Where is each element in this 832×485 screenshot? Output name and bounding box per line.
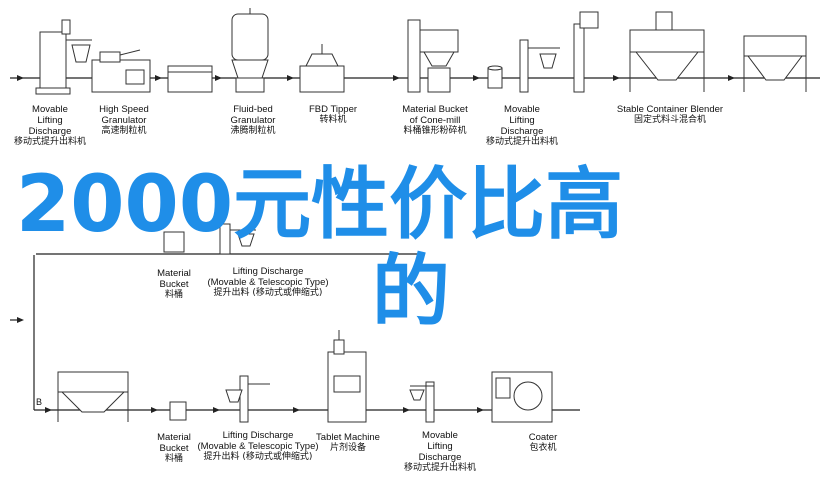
- fbd-tipper: [299, 44, 345, 93]
- row2-arrow: [17, 317, 24, 323]
- label-fbd-tipper: FBD Tipper 转料机: [309, 104, 357, 126]
- label-en-line: Material Bucket: [402, 104, 468, 115]
- container-blender-2: [743, 35, 807, 92]
- label-en-line: Granulator: [101, 115, 147, 126]
- row3-blender: [57, 371, 129, 422]
- label-en-line: Lifting: [37, 115, 63, 126]
- label-stable-container-blender: Stable Container Blender 固定式料斗混合机: [617, 104, 723, 126]
- overlay-headline-continued: 的: [372, 247, 451, 337]
- label-cn: 移动式提升出料机: [485, 137, 559, 147]
- label-en-line: Lifting: [509, 115, 535, 126]
- row3-movable-lifting-discharge: [409, 381, 435, 423]
- label-en-line: Lifting: [427, 441, 453, 452]
- label-en-line: Lifting Discharge: [222, 430, 294, 441]
- label-cn: 移动式提升出料机: [13, 137, 87, 147]
- label-row2-material-bucket: Material Bucket 料桶: [157, 268, 191, 301]
- label-en-line: Movable: [504, 104, 540, 115]
- label-movable-lifting-discharge-1: Movable Lifting Discharge 移动式提升出料机: [14, 104, 86, 148]
- row3-marker: B: [36, 397, 43, 407]
- row3-arrows: [45, 407, 484, 413]
- row3-material-bucket: [169, 401, 187, 421]
- label-en-line: Discharge: [500, 126, 544, 137]
- label-en-line: Bucket: [159, 279, 189, 290]
- label-en-line: (Movable & Telescopic Type): [197, 441, 319, 452]
- movable-lifting-discharge-1: [35, 19, 92, 95]
- label-en-line: Material: [157, 432, 191, 443]
- overlay-headline: 2000元性价比高: [16, 160, 624, 250]
- label-high-speed-granulator: High Speed Granulator 高速制粒机: [99, 104, 149, 137]
- label-row3-movable-lifting-discharge: Movable Lifting Discharge 移动式提升出料机: [404, 430, 476, 474]
- label-en-line: Movable: [422, 430, 458, 441]
- label-row3-lifting-discharge: Lifting Discharge (Movable & Telescopic …: [197, 430, 318, 463]
- label-cn: 包衣机: [529, 443, 557, 453]
- label-cn: 转料机: [319, 115, 347, 125]
- label-row3-material-bucket: Material Bucket 料桶: [157, 432, 191, 465]
- label-en-line: Stable Container Blender: [616, 104, 724, 115]
- label-en-line: Tablet Machine: [316, 432, 380, 443]
- bin-unit: [167, 65, 213, 93]
- row3-tablet-machine: [327, 330, 367, 423]
- row3-coater: [491, 371, 553, 423]
- label-en-line: (Movable & Telescopic Type): [207, 277, 329, 288]
- label-movable-lifting-discharge-2: Movable Lifting Discharge 移动式提升出料机: [486, 104, 558, 148]
- label-cn: 提升出料 (移动式或伸缩式): [203, 452, 313, 462]
- label-cone-mill: Material Bucket of Cone-mill 料桶锥形粉碎机: [402, 104, 467, 137]
- label-cn: 料桶锥形粉碎机: [403, 126, 467, 136]
- label-en-line: High Speed: [99, 104, 149, 115]
- label-cn: 高速制粒机: [101, 126, 147, 136]
- label-cn: 固定式料斗混合机: [633, 115, 706, 125]
- label-row3-coater: Coater 包衣机: [529, 432, 558, 454]
- label-cn: 料桶: [164, 290, 184, 300]
- movable-lifting-discharge-2: [519, 39, 560, 93]
- label-en-line: Material: [157, 268, 191, 279]
- label-en-line: FBD Tipper: [308, 104, 358, 115]
- row1-arrows: [17, 75, 735, 81]
- label-en-line: Coater: [528, 432, 558, 443]
- label-cn: 提升出料 (移动式或伸缩式): [213, 288, 323, 298]
- label-en-line: of Cone-mill: [409, 115, 461, 126]
- stable-container-blender: [629, 11, 705, 92]
- label-en-line: Bucket: [159, 443, 189, 454]
- label-en-line: Discharge: [28, 126, 72, 137]
- lift-tower: [573, 11, 599, 93]
- high-speed-granulator: [91, 49, 151, 93]
- label-fluid-bed-granulator: Fluid-bed Granulator 沸腾制粒机: [230, 104, 275, 137]
- label-en-line: Fluid-bed: [233, 104, 273, 115]
- label-en-line: Lifting Discharge: [232, 266, 304, 277]
- label-row3-tablet-machine: Tablet Machine 片剂设备: [316, 432, 380, 454]
- label-cn: 料桶: [164, 454, 184, 464]
- label-en-line: Movable: [32, 104, 68, 115]
- label-en-line: Discharge: [418, 452, 462, 463]
- label-cn: 片剂设备: [329, 443, 366, 453]
- label-row2-lifting-discharge: Lifting Discharge (Movable & Telescopic …: [207, 266, 328, 299]
- row2-equipment: [163, 223, 256, 255]
- small-bucket: [487, 65, 503, 89]
- label-en-line: Granulator: [230, 115, 276, 126]
- fluid-bed-granulator: [231, 8, 269, 93]
- row3-lifting-discharge: [225, 375, 270, 423]
- cone-mill: [407, 19, 459, 93]
- label-cn: 移动式提升出料机: [403, 463, 477, 473]
- label-cn: 沸腾制粒机: [230, 126, 276, 136]
